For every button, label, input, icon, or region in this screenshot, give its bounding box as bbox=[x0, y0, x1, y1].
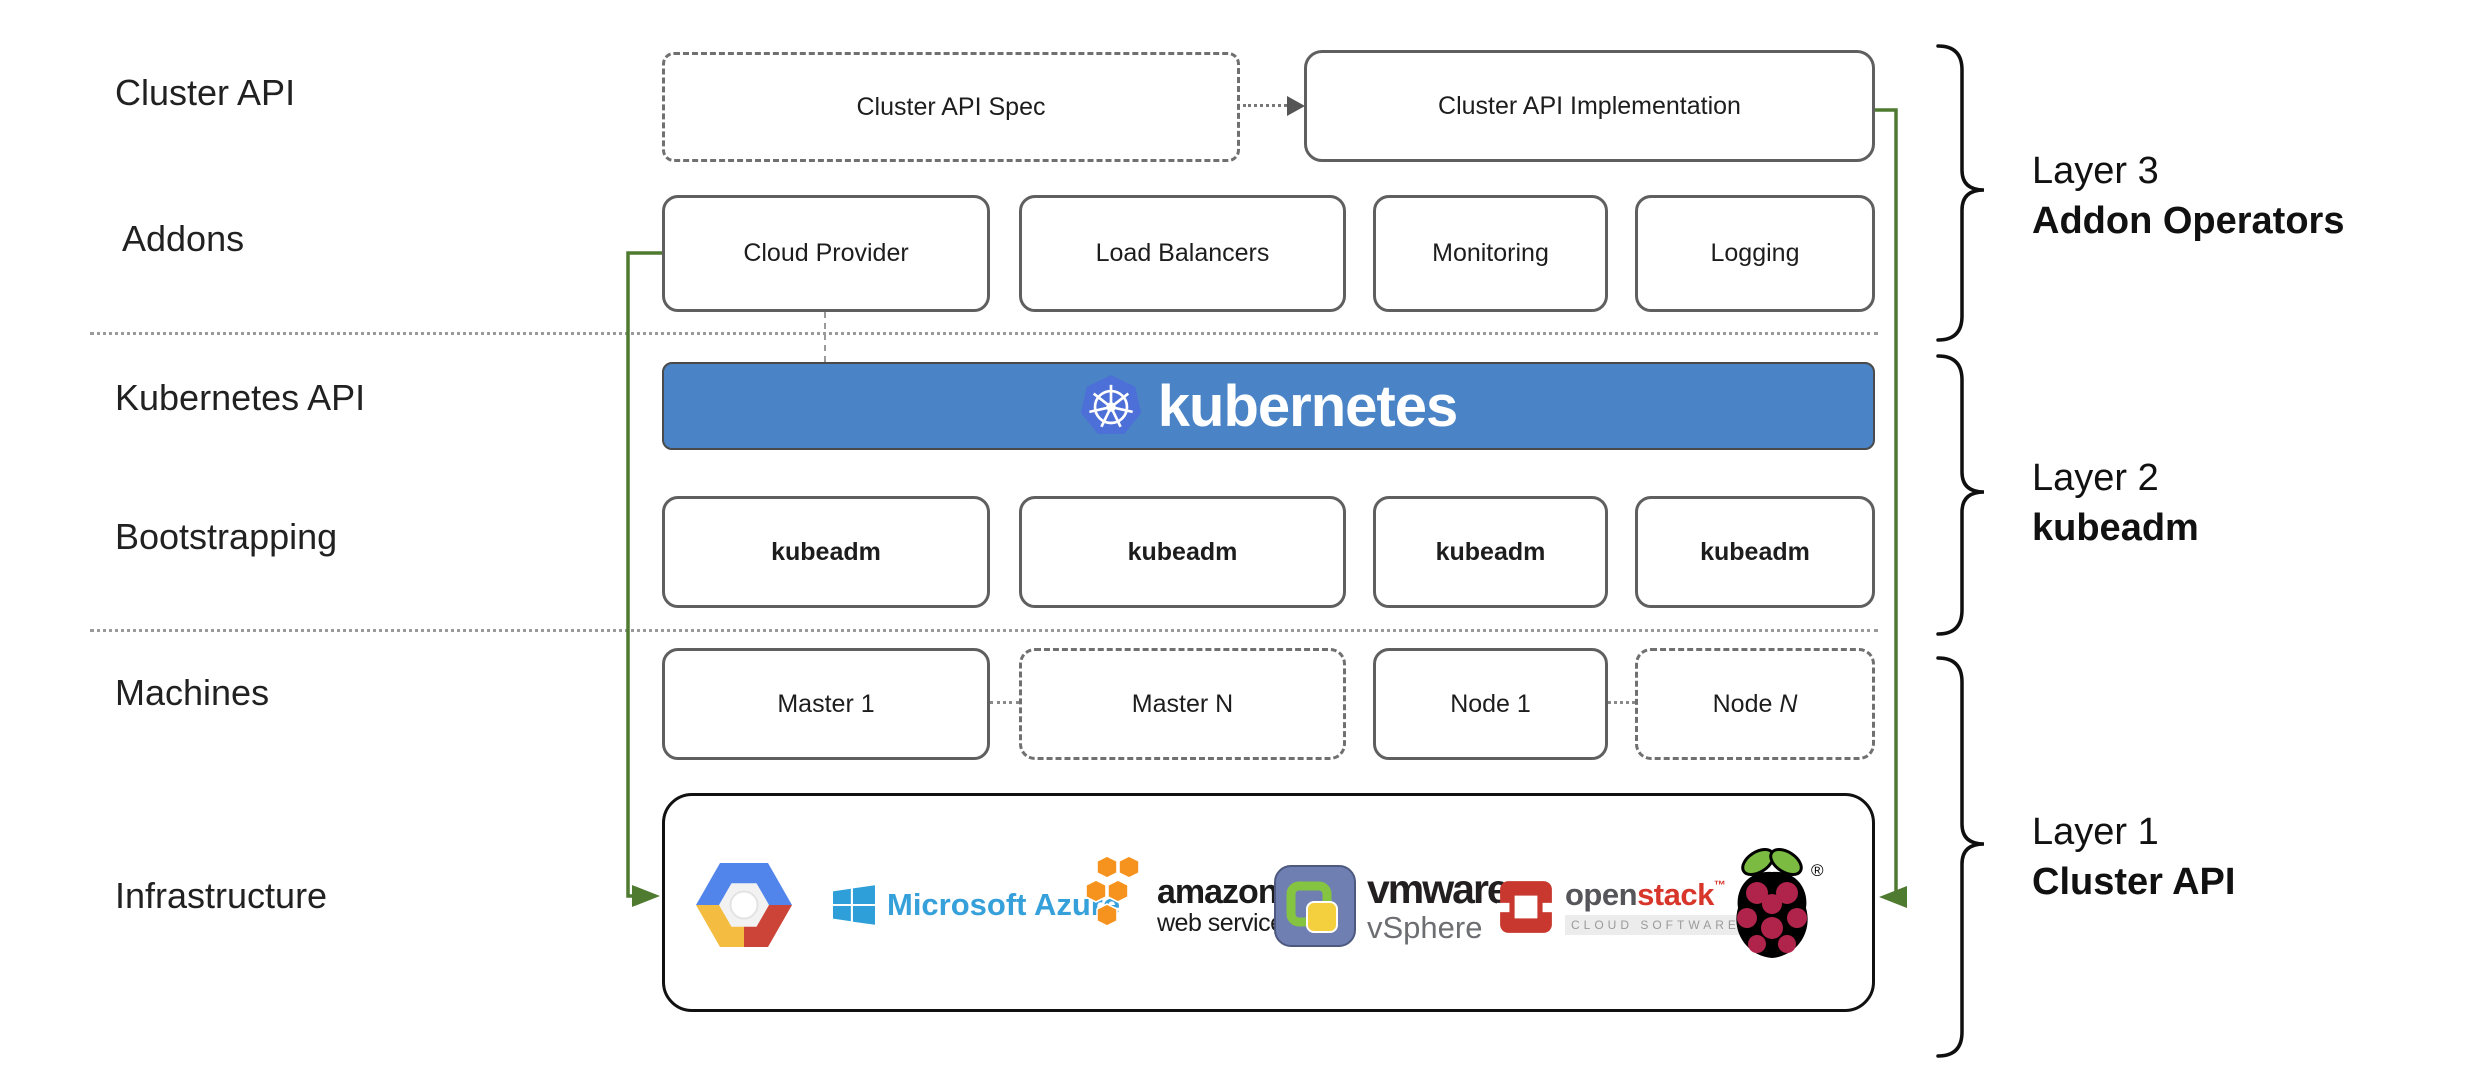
layer-2-label: Layer 2 kubeadm bbox=[2032, 453, 2199, 553]
addon-box-monitoring: Monitoring bbox=[1373, 195, 1608, 312]
raspberry-pi-icon: ® bbox=[1736, 848, 1824, 958]
openstack-icon bbox=[1497, 881, 1555, 933]
kubeadm-box-3: kubeadm bbox=[1373, 496, 1608, 608]
addon-box-cloud-provider: Cloud Provider bbox=[662, 195, 990, 312]
row-label-kubernetes-api: Kubernetes API bbox=[115, 377, 366, 418]
kubeadm-label: kubeadm bbox=[1127, 537, 1238, 566]
kubeadm-box-2: kubeadm bbox=[1019, 496, 1346, 608]
row-label-cluster-api: Cluster API bbox=[115, 72, 296, 113]
separator-bottom bbox=[90, 629, 1878, 632]
green-arrowhead-left-icon bbox=[632, 885, 660, 907]
aws-logo: amazon web services bbox=[1085, 854, 1296, 956]
layer-2-line1: Layer 2 bbox=[2032, 457, 2159, 499]
addon-label: Logging bbox=[1710, 239, 1800, 267]
kubeadm-label: kubeadm bbox=[1700, 537, 1810, 566]
master-dotted-connector bbox=[990, 701, 1019, 704]
svg-text:®: ® bbox=[1811, 861, 1824, 880]
row-label-infrastructure: Infrastructure bbox=[115, 875, 328, 916]
openstack-logo: openstack™ CLOUD SOFTWARE bbox=[1497, 878, 1746, 936]
google-cloud-logo bbox=[696, 861, 792, 949]
addon-box-logging: Logging bbox=[1635, 195, 1875, 312]
row-label-addons: Addons bbox=[122, 218, 245, 259]
machine-box-master-n: Master N bbox=[1019, 648, 1346, 760]
cluster-api-spec-label: Cluster API Spec bbox=[856, 92, 1046, 121]
openstack-subtitle: CLOUD SOFTWARE bbox=[1565, 915, 1746, 935]
spec-to-impl-dotted-line bbox=[1243, 104, 1287, 107]
layer-1-line2: Cluster API bbox=[2032, 861, 2236, 903]
row-label-machines: Machines bbox=[115, 672, 270, 713]
machine-label: Node N bbox=[1712, 689, 1798, 718]
vmware-vsphere-logo: vmware vSphere bbox=[1273, 864, 1510, 948]
cloud-provider-to-kubernetes-connector bbox=[824, 312, 826, 362]
azure-windows-icon bbox=[833, 885, 875, 925]
kubeadm-label: kubeadm bbox=[771, 537, 881, 566]
layer-2-bracket bbox=[1936, 354, 1985, 636]
addon-label: Load Balancers bbox=[1095, 239, 1270, 267]
layer-1-bracket bbox=[1936, 656, 1985, 1058]
addon-label: Monitoring bbox=[1432, 239, 1549, 267]
machine-box-node-1: Node 1 bbox=[1373, 648, 1608, 760]
addon-box-load-balancers: Load Balancers bbox=[1019, 195, 1346, 312]
cluster-api-spec-box: Cluster API Spec bbox=[662, 52, 1240, 162]
layer-2-line2: kubeadm bbox=[2032, 507, 2199, 549]
kubernetes-wordmark: kubernetes bbox=[1157, 373, 1458, 439]
machine-box-node-n: Node N bbox=[1635, 648, 1875, 760]
machine-label: Node 1 bbox=[1450, 689, 1531, 718]
machine-label: Master 1 bbox=[777, 689, 875, 718]
separator-top bbox=[90, 332, 1878, 335]
infrastructure-box: Microsoft Azure amazon web services bbox=[662, 793, 1875, 1012]
machine-box-master-1: Master 1 bbox=[662, 648, 990, 760]
green-connector-right bbox=[1875, 108, 1905, 899]
green-connector-left bbox=[626, 251, 662, 898]
azure-wordmark: Microsoft Azure bbox=[887, 887, 1121, 922]
green-arrowhead-right-icon bbox=[1879, 886, 1907, 908]
aws-wordmark: amazon web services bbox=[1157, 872, 1296, 937]
spec-to-impl-arrowhead-icon bbox=[1287, 96, 1305, 116]
layer-1-line1: Layer 1 bbox=[2032, 811, 2159, 853]
layer-3-line2: Addon Operators bbox=[2032, 200, 2345, 242]
layer-1-label: Layer 1 Cluster API bbox=[2032, 807, 2235, 907]
vmware-wordmark: vmware vSphere bbox=[1367, 866, 1510, 945]
kubernetes-logo-icon bbox=[1080, 375, 1141, 434]
layer-3-bracket bbox=[1936, 44, 1985, 342]
addon-label: Cloud Provider bbox=[743, 239, 909, 267]
kubeadm-label: kubeadm bbox=[1435, 537, 1546, 566]
aws-cubes-icon bbox=[1085, 855, 1140, 927]
layer-3-label: Layer 3 Addon Operators bbox=[2032, 146, 2344, 246]
kubernetes-banner: kubernetes bbox=[662, 362, 1875, 450]
kubeadm-box-4: kubeadm bbox=[1635, 496, 1875, 608]
raspberry-pi-logo: ® bbox=[1725, 844, 1825, 966]
google-cloud-icon bbox=[696, 863, 792, 947]
kubeadm-box-1: kubeadm bbox=[662, 496, 990, 608]
vmware-icon bbox=[1274, 865, 1356, 947]
row-label-bootstrapping: Bootstrapping bbox=[115, 516, 338, 557]
cluster-api-implementation-label: Cluster API Implementation bbox=[1438, 91, 1741, 120]
cluster-api-implementation-box: Cluster API Implementation bbox=[1304, 50, 1875, 162]
machine-label: Master N bbox=[1131, 689, 1234, 718]
microsoft-azure-logo: Microsoft Azure bbox=[833, 884, 1120, 926]
node-dotted-connector bbox=[1608, 701, 1635, 704]
layer-3-line1: Layer 3 bbox=[2032, 150, 2159, 192]
openstack-wordmark: openstack™ CLOUD SOFTWARE bbox=[1565, 879, 1746, 935]
